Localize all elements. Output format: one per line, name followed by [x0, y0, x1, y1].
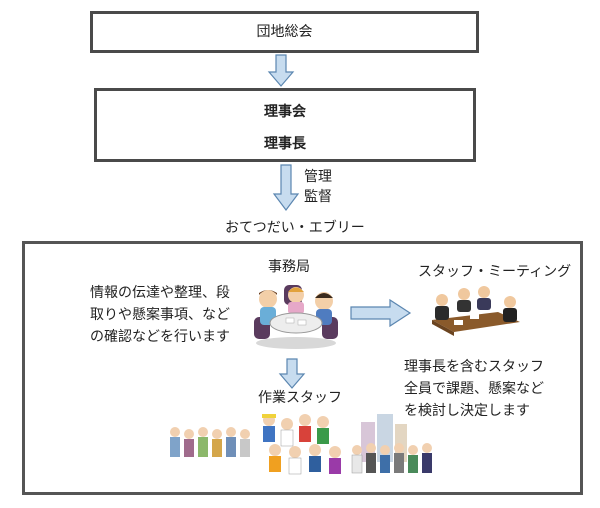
office-description-line: 情報の伝達や整理、段 [90, 285, 230, 301]
meeting-description-line: 理事長を含むスタッフ [404, 359, 544, 375]
office-description-line: 取りや懸案事項、など [90, 307, 230, 323]
work-staff-illustration [170, 414, 432, 475]
chairman-label: 理事長 [264, 136, 306, 152]
group-box [22, 241, 583, 495]
workers-title: 作業スタッフ [258, 390, 342, 406]
general-assembly-label: 団地総会 [256, 24, 313, 40]
oversight-label-2: 監督 [304, 189, 332, 205]
general-assembly-box: 団地総会 [90, 11, 479, 53]
meeting-description-line: を検討し決定します [404, 403, 530, 419]
oversight-label-1: 管理 [304, 169, 332, 185]
meeting-description-line: 全員で課題、懸案など [404, 381, 544, 397]
board-box: 理事会 理事長 [94, 88, 476, 162]
office-description: 情報の伝達や整理、段 取りや懸案事項、など の確認などを行います [90, 282, 230, 348]
right-arrow [350, 298, 412, 328]
meeting-description: 理事長を含むスタッフ 全員で課題、懸案など を検討し決定します [404, 356, 544, 422]
staff-meeting-illustration [432, 286, 520, 336]
down-arrow-3 [278, 358, 306, 389]
board-label: 理事会 [264, 104, 306, 120]
meeting-title: スタッフ・ミーティング [418, 264, 572, 280]
down-arrow-1 [267, 54, 295, 87]
office-description-line: の確認などを行います [90, 329, 230, 345]
down-arrow-2 [272, 164, 300, 211]
group-title: おてつだい・エブリー [225, 220, 365, 236]
office-title: 事務局 [268, 259, 310, 275]
office-meeting-illustration [254, 285, 338, 349]
